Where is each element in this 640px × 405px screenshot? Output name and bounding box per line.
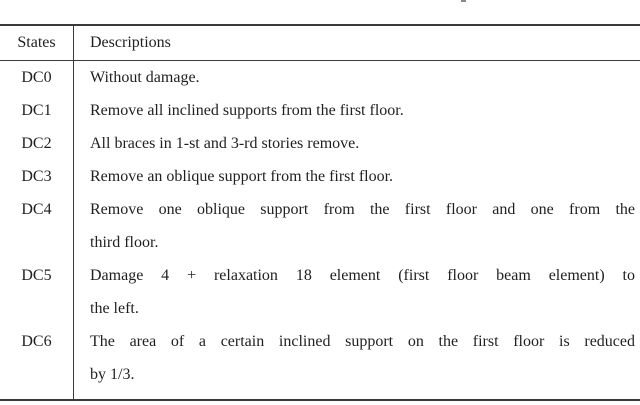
state-cell: DC0 [21, 69, 52, 86]
state-cell: DC4 [21, 201, 52, 218]
table-row-dc4: DC4 Remove one oblique support from the … [0, 193, 640, 259]
state-cell: DC6 [21, 333, 52, 350]
description-cell: Remove all inclined supports from the fi… [73, 94, 635, 127]
table-header-row: States Descriptions [0, 26, 640, 60]
column-header-states: States [17, 34, 56, 51]
state-cell: DC3 [21, 168, 52, 185]
description-cell: The area of a certain inclined support o… [73, 325, 635, 391]
description-line: Without damage. [90, 69, 200, 86]
description-line: All braces in 1-st and 3-rd stories remo… [90, 135, 360, 152]
table-row-dc0: DC0 Without damage. [0, 61, 640, 94]
table-row-dc1: DC1 Remove all inclined supports from th… [0, 94, 640, 127]
description-cell: Remove an oblique support from the first… [73, 160, 635, 193]
description-line: Remove all inclined supports from the fi… [90, 102, 404, 119]
table-body: DC0 Without damage. DC1 Remove all incli… [0, 61, 640, 399]
cropped-caption-fragment [461, 0, 466, 2]
state-cell: DC5 [21, 267, 52, 284]
description-line: Remove an oblique support from the first… [90, 168, 394, 185]
description-line: the left. [90, 300, 139, 317]
table-row-dc6: DC6 The area of a certain inclined suppo… [0, 325, 640, 391]
description-line: The area of a certain inclined support o… [90, 333, 635, 350]
description-cell: All braces in 1-st and 3-rd stories remo… [73, 127, 635, 160]
state-cell: DC1 [21, 102, 52, 119]
description-line: by 1/3. [90, 366, 135, 383]
description-cell: Damage 4 + relaxation 18 element (first … [73, 259, 635, 325]
table-row-dc5: DC5 Damage 4 + relaxation 18 element (fi… [0, 259, 640, 325]
bottom-rule [0, 399, 640, 401]
state-cell: DC2 [21, 135, 52, 152]
column-divider [73, 24, 74, 401]
description-line: third floor. [90, 234, 159, 251]
description-cell: Remove one oblique support from the firs… [73, 193, 635, 259]
description-line: Damage 4 + relaxation 18 element (first … [90, 267, 635, 284]
header-rule [0, 60, 640, 61]
description-line: Remove one oblique support from the firs… [90, 201, 635, 218]
table-row-dc3: DC3 Remove an oblique support from the f… [0, 160, 640, 193]
table-row-dc2: DC2 All braces in 1-st and 3-rd stories … [0, 127, 640, 160]
column-header-descriptions: Descriptions [90, 34, 171, 51]
description-cell: Without damage. [73, 61, 635, 94]
top-rule [0, 24, 640, 26]
damage-states-table: States Descriptions DC0 Without damage. … [0, 24, 640, 401]
